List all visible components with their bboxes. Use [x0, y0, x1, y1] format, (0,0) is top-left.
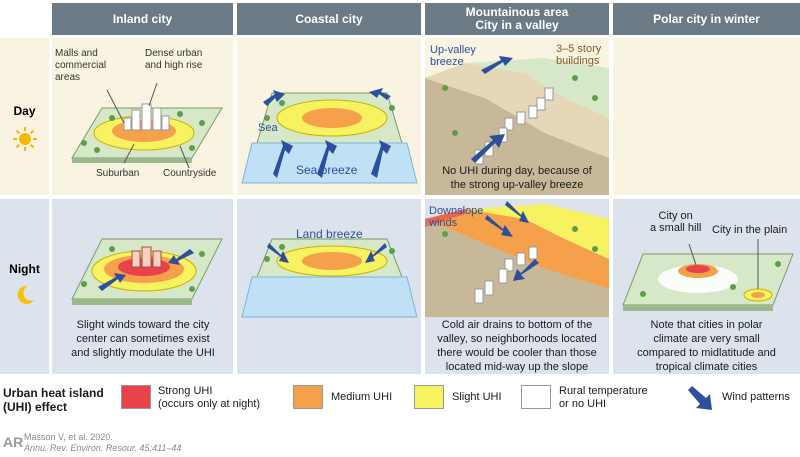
caption-inland-night: Slight winds toward the city center can … — [71, 319, 215, 359]
legend-swatch-slight — [414, 385, 444, 409]
label-malls: Malls and commercial areas — [55, 48, 107, 83]
moon-icon — [17, 285, 34, 304]
label-up-valley: Up-valley breeze — [430, 44, 476, 68]
inland-night-illustration — [71, 238, 223, 305]
citation-line-1: Masson V, et al. 2020. — [24, 432, 113, 442]
legend-label-slight: Slight UHI — [452, 391, 502, 403]
coastal-day-illustration — [241, 88, 418, 184]
label-3-5-story: 3–5 story buildings — [556, 43, 602, 67]
legend-label-medium: Medium UHI — [331, 391, 393, 403]
mountain-day-illustration — [425, 56, 609, 195]
legend-label-strong: Strong UHI (occurs only at night) — [158, 385, 261, 410]
label-countryside: Countryside — [163, 168, 217, 179]
row-label-night: Night — [9, 262, 40, 276]
column-header-inland: Inland city — [52, 3, 233, 35]
mountain-night-illustration — [425, 201, 609, 317]
wind-arrow-icon — [688, 386, 712, 410]
cell-polar-day — [613, 38, 800, 195]
column-header-mountain: Mountainous area City in a valley — [425, 3, 609, 35]
label-downslope: Downslope winds — [429, 205, 484, 229]
legend-swatch-medium — [293, 385, 323, 409]
caption-mountain-night: Cold air drains to bottom of the valley,… — [437, 319, 597, 373]
logo-ar: AR — [3, 434, 24, 450]
label-sea: Sea — [258, 122, 278, 134]
label-dense-urban: Dense urban and high rise — [145, 48, 203, 71]
row-label-day: Day — [13, 104, 36, 118]
sun-icon — [13, 127, 37, 151]
row-label-day-bg — [0, 38, 49, 195]
label-sea-breeze: Sea breeze — [296, 163, 358, 177]
legend-swatch-rural — [521, 385, 551, 409]
polar-night-illustration — [622, 239, 794, 311]
label-land-breeze: Land breeze — [296, 227, 363, 241]
citation-line-2: Annu. Rev. Environ. Resour. 45:411–44 — [24, 443, 182, 453]
caption-polar-night: Note that cities in polar climate are ve… — [637, 319, 776, 373]
legend-label-rural: Rural temperature or no UHI — [559, 385, 648, 410]
inland-day-illustration — [71, 82, 223, 169]
column-header-coastal: Coastal city — [237, 3, 421, 35]
legend-title: Urban heat island (UHI) effect — [3, 386, 104, 414]
caption-mountain-day: No UHI during day, because of the strong… — [442, 165, 592, 191]
label-city-hill: City on a small hill — [650, 210, 702, 234]
label-city-plain: City in the plain — [712, 224, 788, 236]
legend-label-wind: Wind patterns — [722, 391, 790, 403]
label-suburban: Suburban — [96, 168, 140, 179]
legend-swatch-strong — [121, 385, 151, 409]
coastal-night-illustration — [241, 238, 418, 318]
column-header-polar: Polar city in winter — [613, 3, 800, 35]
